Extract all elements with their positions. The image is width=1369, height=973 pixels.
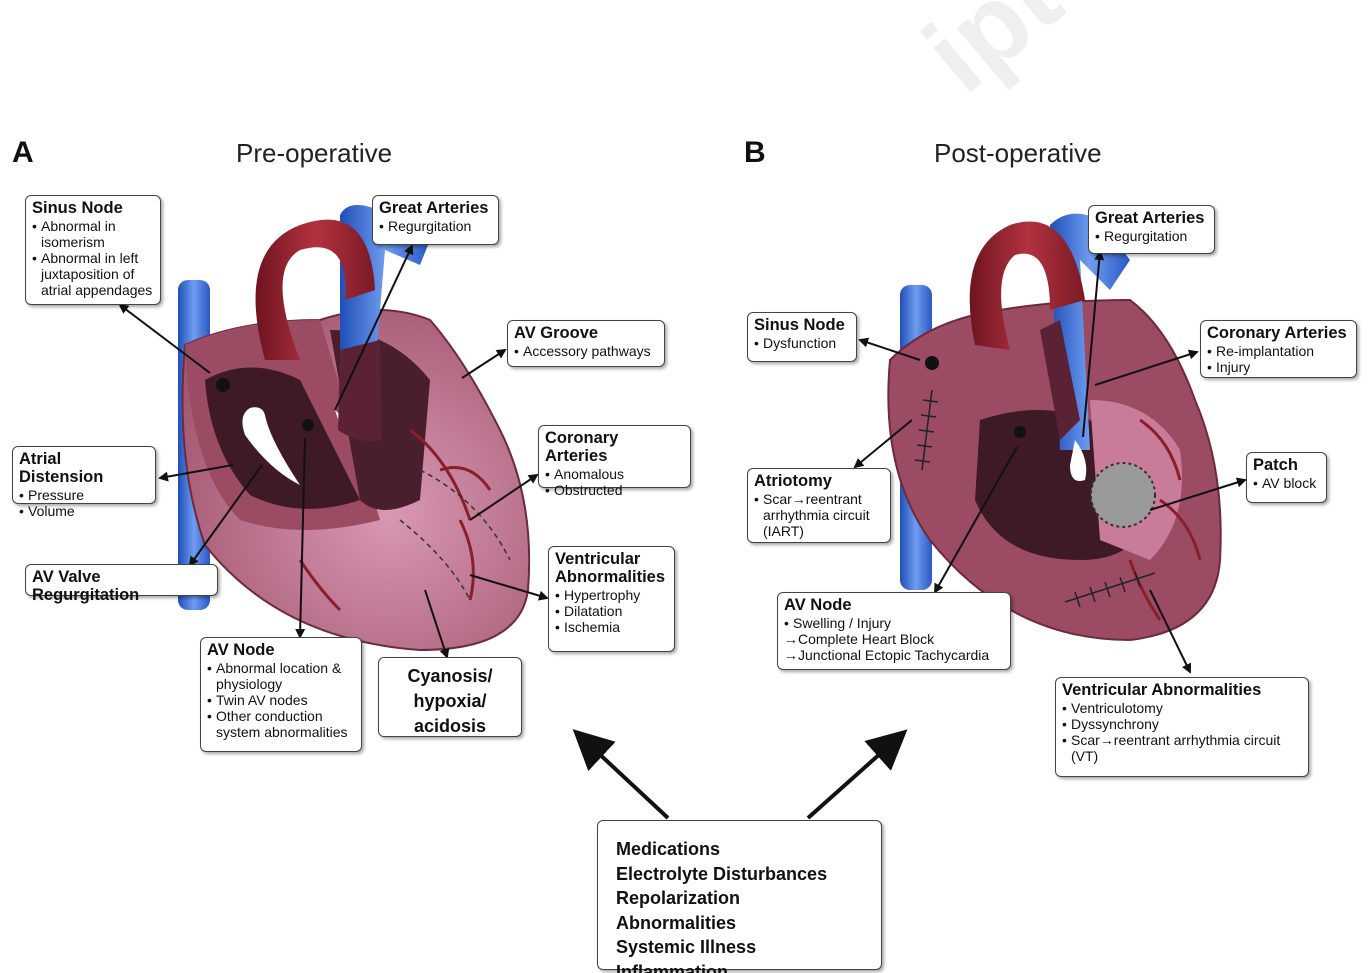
box-title: Sinus Node bbox=[32, 199, 154, 217]
box-item: →Junctional Ectopic Tachycardia bbox=[784, 647, 1004, 663]
box-title: Atriotomy bbox=[754, 472, 884, 490]
box-item: Accessory pathways bbox=[514, 343, 658, 359]
av-node-marker bbox=[302, 419, 314, 431]
box-item: Dyssynchrony bbox=[1062, 716, 1302, 732]
b-coronary-arteries-box: Coronary Arteries Re-implantation Injury bbox=[1200, 320, 1357, 378]
heart-b bbox=[888, 214, 1220, 640]
box-title: AV Node bbox=[207, 641, 355, 659]
box-item: Dilatation bbox=[555, 603, 668, 619]
patch-disc bbox=[1091, 463, 1155, 527]
box-item: Dysfunction bbox=[754, 335, 850, 351]
box-item: Twin AV nodes bbox=[207, 692, 355, 708]
box-title: Patch bbox=[1253, 456, 1320, 474]
cyanosis-line: acidosis bbox=[383, 714, 517, 739]
box-item: Ischemia bbox=[555, 619, 668, 635]
box-item: AV block bbox=[1253, 475, 1320, 491]
b-ventricular-box: Ventricular Abnormalities Ventriculotomy… bbox=[1055, 677, 1309, 777]
b-patch-box: Patch AV block bbox=[1246, 452, 1327, 503]
factors-box: Medications Electrolyte Disturbances Rep… bbox=[597, 820, 882, 970]
box-item: →Complete Heart Block bbox=[784, 631, 1004, 647]
box-item: Scar→reentrant arrhythmia circuit (IART) bbox=[754, 491, 884, 539]
box-title: AV Valve Regurgitation bbox=[32, 568, 211, 604]
factor-arrows bbox=[580, 736, 900, 818]
heart-a bbox=[178, 205, 529, 650]
box-title: AV Groove bbox=[514, 324, 658, 342]
cyanosis-line: Cyanosis/ bbox=[383, 664, 517, 689]
panel-a-title: Pre-operative bbox=[236, 138, 392, 169]
panel-b-title: Post-operative bbox=[934, 138, 1102, 169]
a-ventricular-box: Ventricular Abnormalities Hypertrophy Di… bbox=[548, 546, 675, 652]
box-title: Ventricular Abnormalities bbox=[1062, 681, 1302, 699]
factor-item: Inflammation bbox=[616, 960, 863, 973]
a-sinus-node-box: Sinus Node Abnormal in isomerism Abnorma… bbox=[25, 195, 161, 305]
cyanosis-line: hypoxia/ bbox=[383, 689, 517, 714]
panel-a-letter: A bbox=[12, 136, 34, 170]
av-node-marker-b bbox=[1014, 426, 1026, 438]
box-item: Other conduction system abnormalities bbox=[207, 708, 355, 740]
box-item: Anomalous bbox=[545, 466, 684, 482]
sinus-node-marker bbox=[216, 378, 230, 392]
b-atriotomy-box: Atriotomy Scar→reentrant arrhythmia circ… bbox=[747, 468, 891, 543]
factor-item: Electrolyte Disturbances bbox=[616, 862, 863, 887]
box-title: Sinus Node bbox=[754, 316, 850, 334]
b-great-arteries-box: Great Arteries Regurgitation bbox=[1088, 205, 1215, 254]
box-title: Great Arteries bbox=[1095, 209, 1208, 227]
box-item: Abnormal in isomerism bbox=[32, 218, 154, 250]
a-cyanosis-box: Cyanosis/ hypoxia/ acidosis bbox=[378, 657, 522, 737]
box-title: Atrial Distension bbox=[19, 450, 149, 486]
factor-item: Repolarization Abnormalities bbox=[616, 886, 863, 935]
box-title: Coronary Arteries bbox=[545, 429, 684, 465]
box-title: Coronary Arteries bbox=[1207, 324, 1350, 342]
sinus-node-marker-b bbox=[925, 356, 939, 370]
a-av-groove-box: AV Groove Accessory pathways bbox=[507, 320, 665, 367]
box-item: Volume bbox=[19, 503, 149, 519]
box-item: Re-implantation bbox=[1207, 343, 1350, 359]
factor-item: Medications bbox=[616, 837, 863, 862]
box-item: Hypertrophy bbox=[555, 587, 668, 603]
a-coronary-arteries-box: Coronary Arteries Anomalous Obstructed bbox=[538, 425, 691, 488]
box-item: Abnormal location & physiology bbox=[207, 660, 355, 692]
box-item: Regurgitation bbox=[379, 218, 492, 234]
box-item: Scar→reentrant arrhythmia circuit (VT) bbox=[1062, 732, 1302, 764]
a-av-valve-box: AV Valve Regurgitation bbox=[25, 564, 218, 596]
a-av-node-box: AV Node Abnormal location & physiology T… bbox=[200, 637, 362, 752]
box-title: AV Node bbox=[784, 596, 1004, 614]
a-great-arteries-box: Great Arteries Regurgitation bbox=[372, 195, 499, 245]
factor-item: Systemic Illness bbox=[616, 935, 863, 960]
a-atrial-distension-box: Atrial Distension Pressure Volume bbox=[12, 446, 156, 504]
b-sinus-node-box: Sinus Node Dysfunction bbox=[747, 312, 857, 362]
box-title: Ventricular Abnormalities bbox=[555, 550, 668, 586]
box-item: Swelling / Injury bbox=[784, 615, 1004, 631]
b-av-node-box: AV Node Swelling / Injury →Complete Hear… bbox=[777, 592, 1011, 670]
box-title: Great Arteries bbox=[379, 199, 492, 217]
panel-b-letter: B bbox=[744, 136, 766, 170]
box-item: Pressure bbox=[19, 487, 149, 503]
box-item: Ventriculotomy bbox=[1062, 700, 1302, 716]
box-item: Obstructed bbox=[545, 482, 684, 498]
box-item: Regurgitation bbox=[1095, 228, 1208, 244]
box-item: Injury bbox=[1207, 359, 1350, 375]
box-item: Abnormal in left juxtaposition of atrial… bbox=[32, 250, 154, 298]
